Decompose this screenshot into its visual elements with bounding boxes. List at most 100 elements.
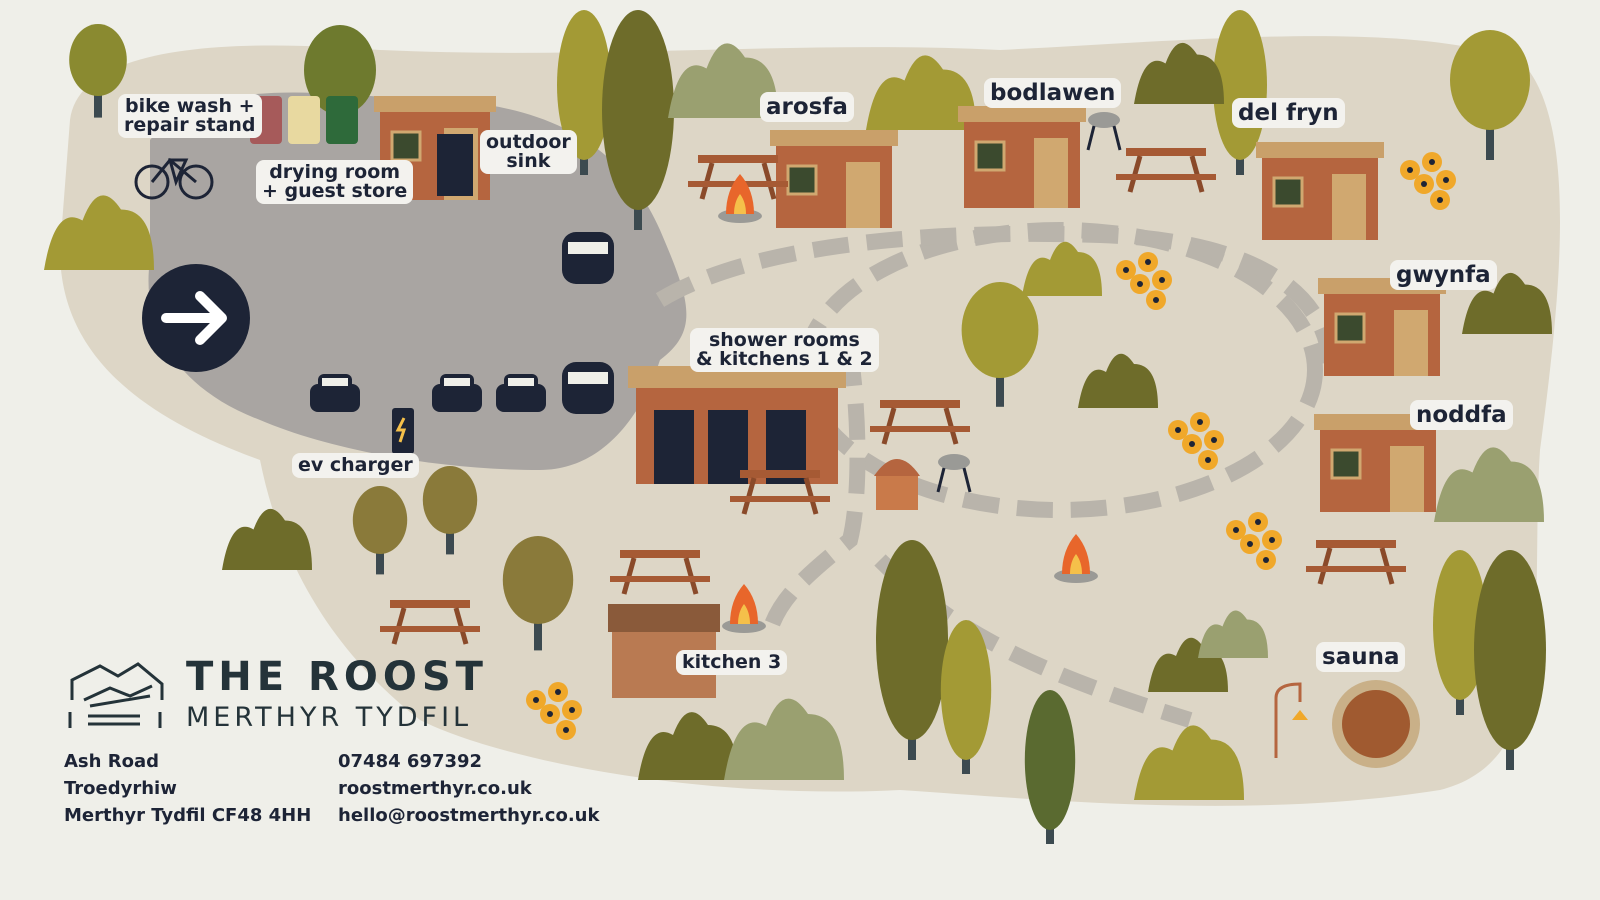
map-label-gwynfa: gwynfa: [1390, 260, 1497, 290]
map-label-text: shower rooms: [708, 329, 860, 351]
tree-icon: [502, 536, 574, 651]
flowers-icon: [1116, 252, 1172, 310]
shower-icon: [1274, 682, 1308, 758]
map-label-text: kitchen 3: [682, 651, 782, 673]
map-label-text: outdoor: [486, 131, 571, 153]
ev-charger-icon: [392, 408, 414, 454]
bush-icon: [1462, 272, 1552, 334]
fire-pit-icon: [722, 584, 766, 633]
bush-icon: [1078, 353, 1158, 408]
flowers-icon: [1168, 412, 1224, 470]
picnic-table-icon: [730, 470, 830, 515]
map-label-shower-rooms: shower rooms& kitchens 1 & 2: [690, 328, 879, 372]
campervan-icon: [562, 232, 614, 284]
car-icon: [432, 374, 482, 412]
map-label-sauna: sauna: [1316, 642, 1406, 672]
tree-icon: [961, 282, 1039, 407]
map-label-text: arosfa: [766, 94, 848, 120]
dashed-footpaths: [655, 222, 1338, 728]
map-label-text: drying room: [269, 161, 401, 183]
shower-block-icon: [628, 366, 846, 484]
picnic-table-icon: [1116, 148, 1216, 193]
map-label-text: sauna: [1322, 644, 1400, 670]
address-block: Ash Road Troedyrhiw Merthyr Tydfil CF48 …: [64, 748, 311, 829]
cabin-icon: [1314, 414, 1442, 512]
brand-name: THE ROOST: [186, 654, 488, 700]
map-label-text: + guest store: [262, 180, 408, 202]
cabin-icon: [1256, 142, 1384, 240]
map-label-text: del fryn: [1238, 100, 1339, 126]
map-label-ev-charger: ev charger: [292, 453, 419, 478]
recycling-bin-icon: [326, 96, 358, 144]
tree-icon: [352, 486, 408, 575]
entrance-arrow-icon: [142, 264, 250, 372]
cabin-icon: [958, 106, 1086, 208]
kitchen3-icon: [608, 604, 720, 698]
picnic-table-icon: [380, 600, 480, 645]
map-label-text: gwynfa: [1396, 262, 1491, 288]
bush-icon: [668, 43, 778, 118]
bush-icon: [1134, 42, 1224, 104]
map-label-text: noddfa: [1416, 402, 1507, 428]
map-label-text: ev charger: [298, 454, 413, 476]
cabin-icon: [770, 130, 898, 228]
campervan-icon: [562, 362, 614, 414]
tree-icon: [1433, 550, 1487, 715]
map-label-bike-wash: bike wash +repair stand: [118, 94, 262, 138]
map-label-noddfa: noddfa: [1410, 400, 1513, 430]
bush-icon: [44, 195, 154, 270]
tree-icon: [602, 10, 674, 230]
flowers-icon: [1226, 512, 1282, 570]
address-line: Ash Road: [64, 751, 159, 772]
map-label-text: & kitchens 1 & 2: [696, 348, 873, 370]
phone-number[interactable]: 07484 697392: [338, 751, 483, 772]
map-label-text: bodlawen: [990, 80, 1116, 106]
cabin-icon: [1318, 278, 1446, 376]
bicycle-icon: [134, 157, 214, 200]
map-label-text: sink: [506, 150, 551, 172]
tree-icon: [1450, 30, 1530, 160]
website-link[interactable]: roostmerthyr.co.uk: [338, 778, 532, 799]
pizza-oven-icon: [874, 459, 920, 510]
tree-icon: [1474, 550, 1546, 770]
tree-icon: [940, 620, 992, 774]
bbq-icon: [1086, 112, 1122, 151]
flowers-icon: [1400, 152, 1456, 210]
tree-icon: [69, 24, 127, 118]
picnic-table-icon: [870, 400, 970, 445]
map-label-arosfa: arosfa: [760, 92, 854, 122]
car-icon: [496, 374, 546, 412]
fire-pit-icon: [1054, 534, 1098, 583]
car-icon: [310, 374, 360, 412]
brand-location: MERTHYR TYDFIL: [186, 702, 473, 733]
bush-icon: [638, 712, 738, 780]
picnic-table-icon: [610, 550, 710, 595]
bbq-icon: [936, 454, 972, 493]
bush-icon: [1434, 447, 1544, 522]
map-label-text: bike wash +: [125, 95, 255, 117]
map-label-del-fryn: del fryn: [1232, 98, 1345, 128]
brand-logo-text: THE ROOST MERTHYR TYDFIL: [186, 656, 488, 734]
bush-icon: [1134, 725, 1244, 800]
map-label-kitchen3: kitchen 3: [676, 650, 788, 675]
bush-icon: [222, 508, 312, 570]
sauna-door-icon: [1332, 680, 1420, 768]
bush-icon: [866, 55, 976, 130]
email-link[interactable]: hello@roostmerthyr.co.uk: [338, 805, 600, 826]
map-label-text: repair stand: [124, 114, 256, 136]
address-line: Merthyr Tydfil CF48 4HH: [64, 805, 312, 826]
map-label-drying-room: drying room+ guest store: [256, 160, 414, 204]
bush-icon: [1198, 610, 1268, 658]
fire-pit-icon: [718, 174, 762, 223]
logo-mark: [68, 662, 164, 728]
flowers-icon: [526, 682, 582, 740]
address-line: Troedyrhiw: [64, 778, 177, 799]
tree-icon: [557, 10, 611, 175]
picnic-table-icon: [1306, 540, 1406, 585]
map-label-bodlawen: bodlawen: [984, 78, 1122, 108]
bush-icon: [724, 698, 844, 780]
tree-icon: [1024, 690, 1076, 844]
tree-icon: [876, 540, 948, 760]
